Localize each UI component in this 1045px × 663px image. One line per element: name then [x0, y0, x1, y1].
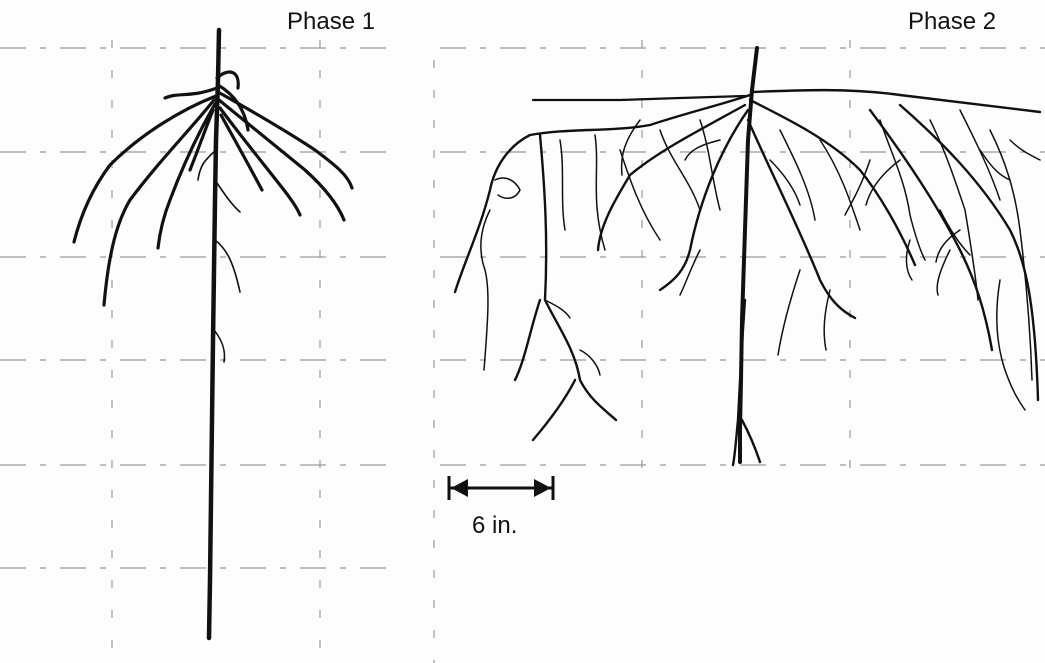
- phase1-title: Phase 1: [287, 8, 375, 36]
- scale-bar: [448, 476, 554, 500]
- phase1-fine-roots: [198, 150, 240, 362]
- phase2-title: Phase 2: [908, 8, 996, 36]
- scale-bar-label: 6 in.: [472, 512, 517, 540]
- phase1-root-system: [74, 30, 352, 638]
- phase2-fine-roots: [481, 110, 1040, 410]
- phase2-surface-runner: [533, 96, 745, 100]
